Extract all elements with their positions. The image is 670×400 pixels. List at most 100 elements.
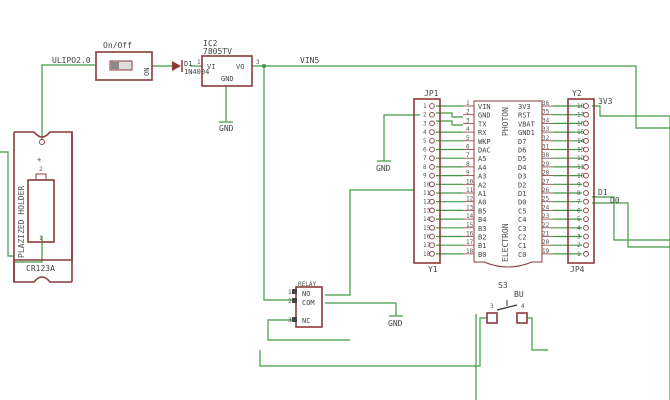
photon-right-pin-number: 19 <box>542 248 550 255</box>
photon-right-pin-label: D1 <box>518 190 526 198</box>
jp4-pin-number: 5 <box>577 216 581 223</box>
photon-right-pin-number: 30 <box>542 152 550 159</box>
photon-right-pin-number: 20 <box>542 239 550 246</box>
photon-left-pin-label: DAC <box>478 147 491 155</box>
jp4-pin-number: 2 <box>577 242 581 249</box>
wire-relay-com-gnd <box>325 302 397 316</box>
photon-right-pin-label: VBAT <box>518 120 536 128</box>
photon-right-pin-number: 21 <box>542 231 550 238</box>
jp4-pin <box>583 242 589 249</box>
regulator-pin3: 3 <box>256 59 260 66</box>
jp1-pin-number: 2 <box>423 112 427 119</box>
jp4-name: Y2 <box>572 89 582 98</box>
jp1-pin-number: 14 <box>423 216 431 223</box>
regulator-body <box>201 55 253 87</box>
diode: D1 1N4004 <box>172 60 209 76</box>
jp4-pin-number: 13 <box>577 147 585 154</box>
photon-left-pin-label: A0 <box>478 199 486 207</box>
jp1-pin-number: 12 <box>423 199 431 206</box>
jp1-pin <box>429 181 435 188</box>
wire-jp1-2 <box>436 112 463 118</box>
net-gnd-3: GND <box>388 319 403 328</box>
junctions <box>262 64 266 68</box>
jp1-body <box>413 98 441 264</box>
photon-right-pin-number: 29 <box>542 161 550 168</box>
jp1-pin <box>429 172 435 179</box>
button-part: BU <box>514 290 524 299</box>
jp1-pin <box>429 111 435 118</box>
relay-label-no: NO <box>302 290 310 298</box>
jp4-pin-number: 10 <box>577 173 585 180</box>
net-3v3: 3V3 <box>598 97 613 106</box>
photon-right-pin-label: D4 <box>518 164 526 172</box>
jp1-pin <box>429 198 435 205</box>
relay-body <box>295 286 323 328</box>
jp4-pin <box>583 181 589 188</box>
jp1-pin <box>429 120 435 127</box>
battery-title: PLAZIZED HOLDER <box>17 186 26 258</box>
photon-right-pin-label: D2 <box>518 181 526 189</box>
jp1-pin <box>429 233 435 240</box>
button-name: S3 <box>498 281 508 290</box>
photon-left-pin-label: B5 <box>478 207 486 215</box>
jp1-pin-number: 9 <box>423 173 427 180</box>
photon-right-pin-number: 32 <box>542 135 550 142</box>
jp4-pin-number: 12 <box>577 155 585 162</box>
photon-left-pin-label: A1 <box>478 190 486 198</box>
wire-d1 <box>592 196 670 241</box>
wire-relay-nc <box>267 319 350 341</box>
jp1-pin-number: 10 <box>423 181 431 188</box>
wire-to-button-left <box>259 317 487 367</box>
jp4-pin <box>583 146 589 153</box>
photon-right-pin-number: 34 <box>542 117 550 124</box>
net-battery: ULIPO2.0 <box>52 56 91 65</box>
jp1-pin <box>429 129 435 135</box>
photon-right-pin-label: D0 <box>518 199 526 207</box>
jp4-pin <box>583 251 589 257</box>
jp1-pin-number: 11 <box>423 190 431 197</box>
photon-left-pin-label: B4 <box>478 216 486 224</box>
photon-left-pin-number: 5 <box>466 135 470 142</box>
wire-jp1-3 <box>436 120 463 126</box>
jp4-pin <box>583 137 589 144</box>
switch-on-mark: ON <box>143 68 151 76</box>
wire-button-right <box>527 317 548 351</box>
jp4-pin <box>583 198 589 205</box>
relay-pin2: 2 <box>288 298 292 305</box>
photon-left-pin-number: 18 <box>466 248 474 255</box>
jp1-pin-number: 1 <box>423 103 427 110</box>
photon-left-pin-label: B2 <box>478 234 486 242</box>
switch-knob <box>111 62 119 69</box>
relay: RELAY NO COM NC 1 2 3 <box>288 281 323 328</box>
jp1-pin-number: 13 <box>423 207 431 214</box>
jp4-body <box>567 98 595 264</box>
photon-right-pin-label: D7 <box>518 138 526 146</box>
relay-pin1: 1 <box>288 289 292 296</box>
button-pin-right: 4 <box>521 303 525 310</box>
jp1-pin <box>429 207 435 214</box>
photon-left-pin-label: A3 <box>478 173 486 181</box>
jp4-pin <box>583 120 589 127</box>
photon-left-pin-number: 14 <box>466 213 474 220</box>
wire-relay-no <box>325 189 414 296</box>
jp4-pin <box>583 216 589 222</box>
wire-battery-switch <box>41 64 95 142</box>
battery-pin2: 2 <box>39 166 43 173</box>
photon-left-pin-number: 13 <box>466 204 474 211</box>
jp1-pin <box>429 137 435 144</box>
photon-left-pin-label: B1 <box>478 242 486 250</box>
relay-label-nc: NC <box>302 317 310 325</box>
diode-part: 1N4004 <box>184 68 209 76</box>
jp4-pin <box>583 224 589 231</box>
jp1-name: JP1 <box>424 89 439 98</box>
net-d1: D1 <box>598 188 608 197</box>
jp1-pin <box>429 190 435 196</box>
photon-right-pin-label: C5 <box>518 207 526 215</box>
wire-reg-relay <box>263 66 292 301</box>
wire-3v3 <box>592 105 670 117</box>
photon-right-pin-label: C4 <box>518 216 526 224</box>
jp1-pin <box>429 224 435 231</box>
